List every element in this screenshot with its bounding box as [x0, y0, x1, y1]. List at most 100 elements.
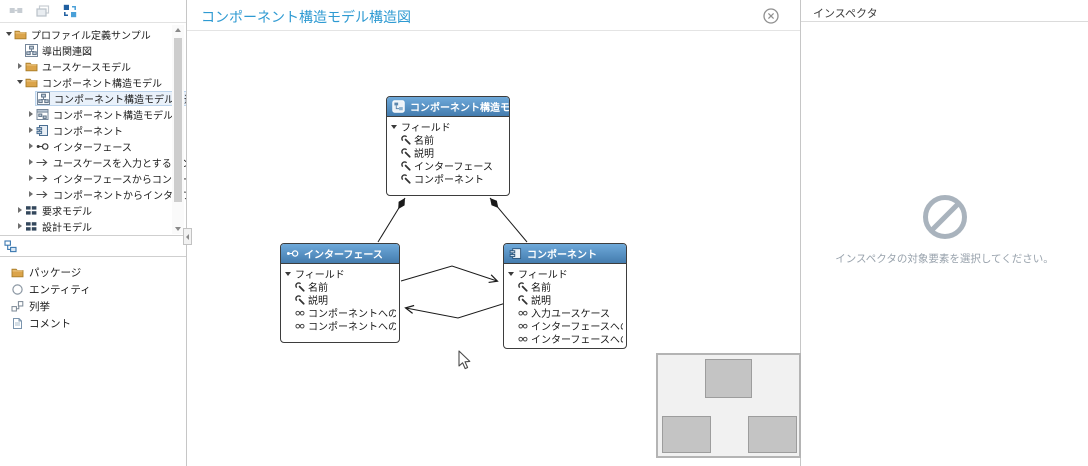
folder-icon [25, 76, 38, 89]
field-row[interactable]: コンポーネントへの参照 [284, 319, 396, 332]
association-component-to-interface[interactable] [404, 301, 510, 319]
tree-item-label: インターフェースからコンポーネントへ [53, 174, 186, 186]
enumeration-icon [11, 300, 24, 313]
collapse-triangle-icon[interactable] [507, 272, 515, 276]
expander-icon[interactable] [26, 127, 35, 133]
fields-section-row[interactable]: フィールド [507, 267, 623, 281]
component-icon [509, 247, 522, 260]
field-label: 名前 [414, 136, 434, 146]
fields-section-row[interactable]: フィールド [284, 267, 396, 281]
expander-icon[interactable] [15, 63, 24, 69]
inspector-empty-state: インスペクタの対象要素を選択してください。 [801, 194, 1088, 266]
sync-model-icon[interactable] [63, 4, 77, 18]
node-header[interactable]: コンポーネント [504, 244, 626, 264]
field-row[interactable]: インターフェースへの参照 [507, 319, 623, 332]
field-label: コンポーネントへの参照 [308, 309, 396, 319]
reference-icon [518, 308, 528, 318]
folder-icon [25, 60, 38, 73]
tree-item-design-model[interactable]: 設計モデル [0, 218, 186, 234]
expander-icon[interactable] [26, 191, 35, 197]
tree-item-usecase-input-relation[interactable]: ユースケースを入力とするコンポーネ [0, 154, 186, 170]
diagram-canvas[interactable]: コンポーネント構造モデル構造図 コンポーネント構造モデル フィ [187, 0, 801, 466]
folder-icon [14, 28, 27, 41]
field-label: 説明 [308, 296, 328, 306]
expander-icon[interactable] [15, 207, 24, 213]
diagram-overview-minimap[interactable] [656, 353, 801, 458]
field-row[interactable]: 説明 [507, 293, 623, 306]
tree-item-component-structure-model[interactable]: コンポーネント構造モデル [0, 74, 186, 90]
palette-item-entity[interactable]: エンティティ [0, 281, 186, 298]
tree-item-interface-to-component[interactable]: インターフェースからコンポーネントへ [0, 170, 186, 186]
panel-splitter-collapse-button[interactable] [183, 228, 192, 245]
association-arrow-icon [36, 188, 49, 201]
palette-item-comment[interactable]: コメント [0, 315, 186, 332]
field-row[interactable]: 名前 [507, 280, 623, 293]
field-row[interactable]: 説明 [390, 146, 506, 159]
stacked-windows-icon[interactable] [36, 4, 50, 18]
model-blocks-icon [25, 204, 38, 217]
tree-item-label: プロファイル定義サンプル [31, 30, 151, 42]
diagram-icon [37, 92, 50, 105]
tree-item-interface[interactable]: インターフェース [0, 138, 186, 154]
tree-item-structure-diagram-selected[interactable]: コンポーネント構造モデル構造図 [0, 90, 186, 106]
tree-item-component[interactable]: コンポーネント [0, 122, 186, 138]
scrollbar-thumb[interactable] [174, 38, 182, 202]
fields-section-row[interactable]: フィールド [390, 120, 506, 134]
scroll-up-arrow-icon[interactable] [172, 25, 184, 35]
palette-item-label: エンティティ [29, 284, 91, 296]
expander-icon[interactable] [26, 143, 35, 149]
field-row[interactable]: 名前 [284, 280, 396, 293]
field-row[interactable]: コンポーネント [390, 172, 506, 185]
tree-item-component-structure-model-2[interactable]: コンポーネント構造モデル [0, 106, 186, 122]
node-interface[interactable]: インターフェース フィールド 名前 説明 コンポーネントへの参照 コンポーネント… [280, 243, 400, 343]
inspector-title: インスペクタ [801, 0, 1088, 22]
field-row[interactable]: インターフェース [390, 159, 506, 172]
field-row[interactable]: 入力ユースケース [507, 306, 623, 319]
close-tab-icon[interactable] [763, 8, 779, 24]
field-label: コンポーネントへの参照 [308, 322, 396, 332]
node-header[interactable]: インターフェース [281, 244, 399, 264]
tree-item-usecase-model[interactable]: ユースケースモデル [0, 58, 186, 74]
field-row[interactable]: 名前 [390, 133, 506, 146]
composition-link-to-interface[interactable] [377, 197, 406, 243]
tree-item-requirement-model[interactable]: 要求モデル [0, 202, 186, 218]
tree-item-derived-relation-diagram[interactable]: 導出関連図 [0, 42, 186, 58]
node-title: インターフェース [304, 250, 383, 261]
tree-vertical-scrollbar[interactable] [172, 25, 184, 234]
linked-diagrams-icon[interactable] [9, 4, 23, 18]
expander-icon[interactable] [4, 32, 13, 36]
field-row[interactable]: インターフェースへの参照 [507, 332, 623, 345]
expander-icon[interactable] [26, 111, 35, 117]
tree-item-component-to-interface[interactable]: コンポーネントからインターフェースへ [0, 186, 186, 202]
reference-icon [295, 321, 305, 331]
tree-item-label: コンポーネント構造モデル構造図 [54, 94, 186, 106]
association-interface-to-component[interactable] [400, 265, 499, 284]
node-header[interactable]: コンポーネント構造モデル [387, 97, 509, 117]
node-component[interactable]: コンポーネント フィールド 名前 説明 入力ユースケース インターフェースへの参… [503, 243, 627, 349]
selected-tree-item[interactable]: コンポーネント構造モデル構造図 [35, 90, 186, 106]
collapse-triangle-icon[interactable] [390, 125, 398, 129]
expander-icon[interactable] [15, 80, 24, 84]
canvas-title: コンポーネント構造モデル構造図 [201, 9, 411, 25]
expander-icon[interactable] [15, 223, 24, 229]
field-label: 名前 [308, 283, 328, 293]
expander-icon[interactable] [26, 159, 35, 165]
expander-icon[interactable] [26, 175, 35, 181]
node-component-structure-model[interactable]: コンポーネント構造モデル フィールド 名前 説明 インターフェース コンポーネン… [386, 96, 510, 196]
collapse-triangle-icon[interactable] [284, 272, 292, 276]
wrench-icon [401, 161, 411, 171]
folder-icon [11, 266, 24, 279]
wrench-icon [401, 148, 411, 158]
tree-item-profile-sample[interactable]: プロファイル定義サンプル [0, 26, 186, 42]
palette-item-enumeration[interactable]: 列挙 [0, 298, 186, 315]
structure-model-icon [392, 100, 405, 113]
composition-link-to-component[interactable] [489, 197, 528, 243]
field-row[interactable]: コンポーネントへの参照 [284, 306, 396, 319]
association-arrow-icon [36, 172, 49, 185]
field-row[interactable]: 説明 [284, 293, 396, 306]
fields-section-label: フィールド [401, 123, 451, 134]
component-icon [36, 124, 49, 137]
structure-view-icon[interactable] [4, 240, 17, 253]
tree-item-label: インターフェース [53, 142, 132, 154]
palette-item-package[interactable]: パッケージ [0, 264, 186, 281]
